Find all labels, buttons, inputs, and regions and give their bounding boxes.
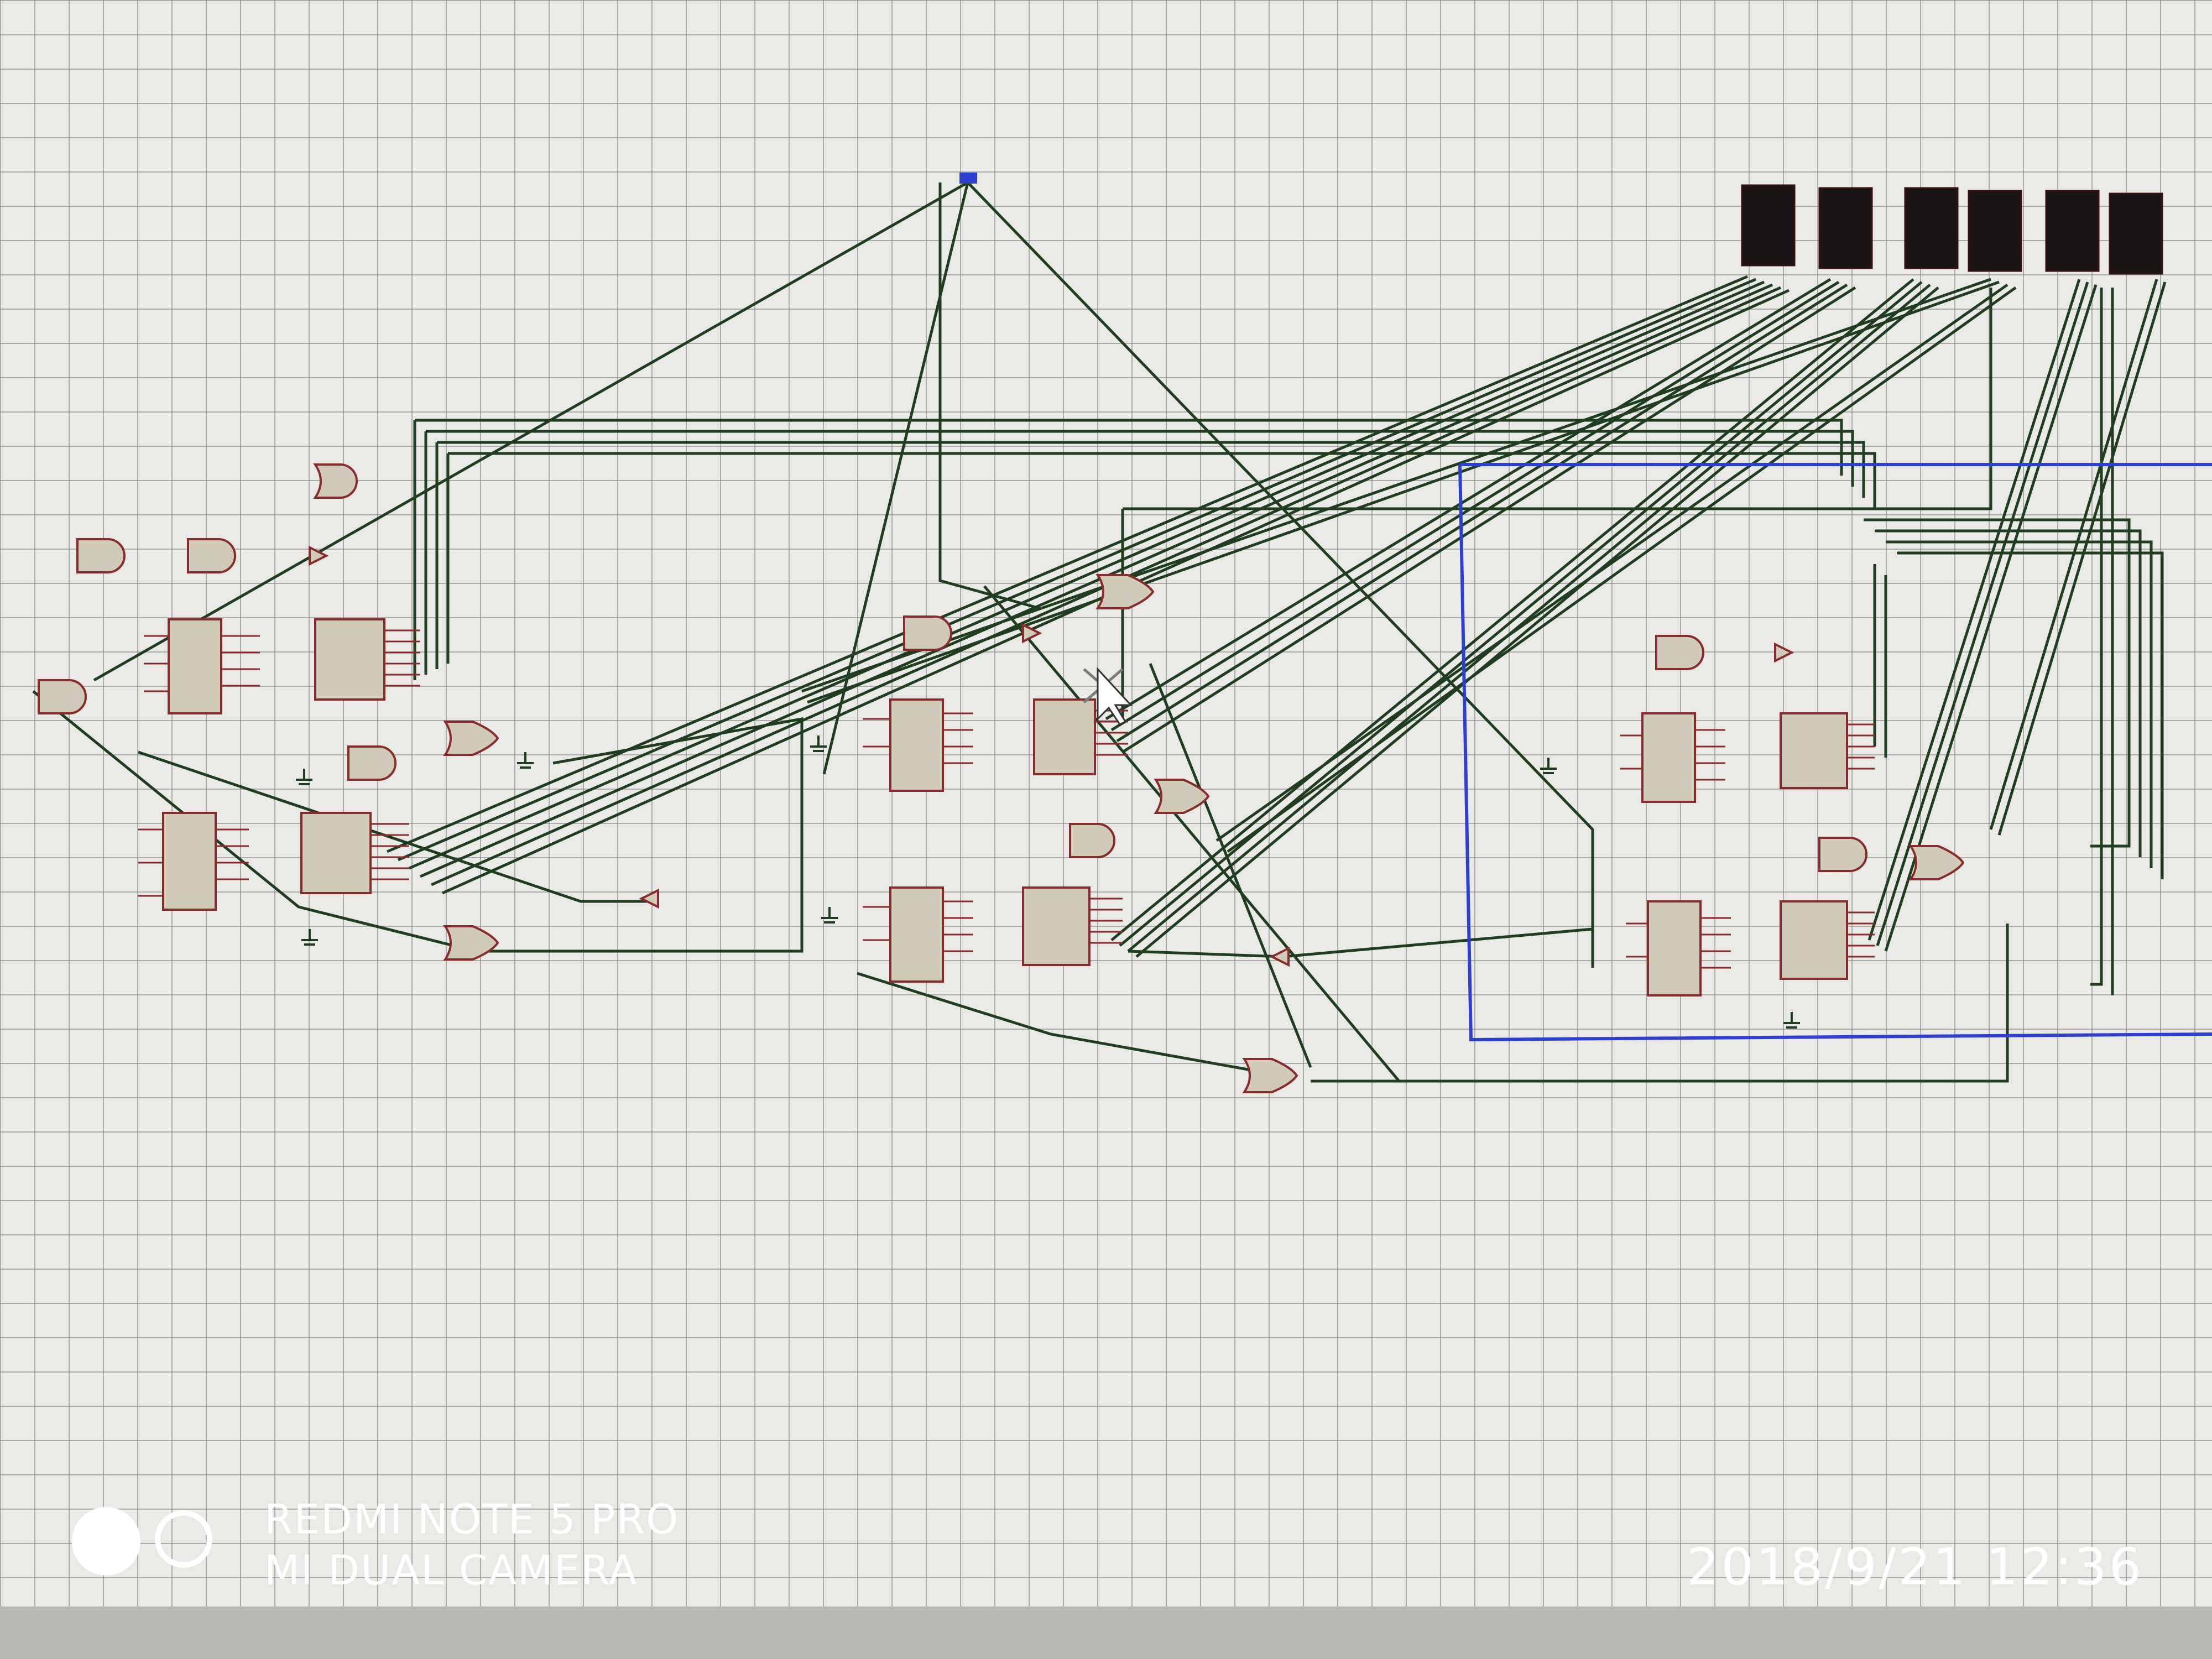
or-gate[interactable]	[1242, 1058, 1298, 1093]
and-gate[interactable]	[187, 538, 236, 573]
decoder-chip[interactable]	[1780, 712, 1848, 789]
bus-wire[interactable]	[1127, 284, 1931, 952]
bus-wire[interactable]	[801, 278, 1991, 693]
wire[interactable]	[487, 717, 804, 953]
bus-wire[interactable]	[1116, 283, 1848, 743]
wire[interactable]	[938, 182, 1040, 610]
seven-segment-display[interactable]	[1968, 190, 2022, 272]
wire[interactable]	[1864, 518, 2131, 848]
counter-chip[interactable]	[1647, 900, 1702, 997]
bus-wire[interactable]	[387, 275, 1748, 853]
or-gate[interactable]	[1154, 779, 1210, 814]
or-gate[interactable]	[1095, 574, 1155, 609]
or-gate[interactable]	[443, 925, 499, 961]
and-gate[interactable]	[347, 745, 397, 781]
wire[interactable]	[857, 972, 1267, 1074]
or-gate[interactable]	[1908, 845, 1965, 880]
or-gate[interactable]	[443, 721, 499, 756]
wire[interactable]	[1149, 663, 1312, 1068]
wire[interactable]	[426, 430, 1854, 487]
bus-wire[interactable]	[1135, 286, 1939, 958]
seven-segment-display[interactable]	[2045, 190, 2100, 272]
wire[interactable]	[138, 750, 647, 903]
monitor-bezel-edge	[0, 1606, 2212, 1659]
bus-wire[interactable]	[1121, 286, 1856, 754]
wire[interactable]	[822, 182, 969, 775]
decoder-chip[interactable]	[1022, 886, 1091, 966]
buffer-gate[interactable]	[639, 888, 659, 909]
counter-chip[interactable]	[889, 698, 944, 792]
bus-wire[interactable]	[1997, 281, 2167, 836]
bus-wire[interactable]	[807, 280, 2000, 704]
bus-wire[interactable]	[419, 283, 1773, 878]
wire[interactable]	[2090, 288, 2103, 986]
selection-frame	[1458, 463, 2212, 1042]
wire[interactable]	[1282, 927, 1593, 958]
wire[interactable]	[1886, 540, 2153, 868]
clock-source[interactable]	[959, 173, 977, 184]
device-model-text: REDMI NOTE 5 PRO	[264, 1496, 680, 1543]
decoder-chip[interactable]	[1033, 698, 1096, 775]
wire[interactable]	[32, 690, 454, 947]
counter-chip[interactable]	[168, 618, 222, 714]
buffer-gate[interactable]	[309, 545, 329, 566]
buffer-gate[interactable]	[1022, 623, 1042, 644]
buffer-gate[interactable]	[1774, 642, 1794, 663]
counter-chip[interactable]	[889, 886, 944, 983]
seven-segment-display[interactable]	[2109, 192, 2163, 275]
decoder-chip[interactable]	[314, 618, 385, 701]
counter-chip[interactable]	[162, 812, 217, 911]
wire[interactable]	[1311, 924, 2009, 1083]
bus-wire[interactable]	[409, 280, 1765, 870]
and-gate[interactable]	[1655, 635, 1704, 670]
buffer-gate[interactable]	[1269, 946, 1290, 967]
or-gate[interactable]	[313, 463, 358, 499]
and-gate[interactable]	[1818, 837, 1867, 872]
seven-segment-display[interactable]	[1818, 187, 1873, 269]
wire[interactable]	[1128, 950, 1284, 958]
wire[interactable]	[1123, 288, 1992, 510]
bus-wire[interactable]	[1105, 278, 1832, 721]
and-gate[interactable]	[38, 679, 87, 714]
wire[interactable]	[1875, 529, 2142, 857]
lens-filled-icon	[72, 1507, 140, 1575]
seven-segment-display[interactable]	[1904, 187, 1959, 269]
counter-chip[interactable]	[1641, 712, 1696, 803]
bus-wire[interactable]	[1215, 283, 2008, 842]
bus-wire[interactable]	[1884, 284, 2098, 952]
wire[interactable]	[437, 441, 1865, 498]
bus-wire[interactable]	[1119, 281, 1923, 947]
bus-wire[interactable]	[1110, 280, 1840, 732]
wire[interactable]	[983, 585, 1400, 1082]
decoder-chip[interactable]	[300, 812, 372, 894]
wire[interactable]	[448, 452, 1876, 509]
and-gate[interactable]	[76, 538, 126, 573]
bus-wire[interactable]	[1867, 279, 2081, 941]
wire[interactable]	[967, 181, 1594, 968]
bus-wire[interactable]	[398, 278, 1756, 862]
and-gate[interactable]	[903, 615, 952, 651]
wire[interactable]	[93, 181, 969, 682]
bus-wire[interactable]	[1876, 281, 2089, 946]
dual-camera-logo-icon	[72, 1507, 232, 1579]
decoder-chip[interactable]	[1780, 900, 1848, 980]
wire[interactable]	[415, 419, 1843, 476]
bus-wire[interactable]	[1110, 278, 1914, 941]
lens-ring-icon	[155, 1510, 212, 1568]
wire[interactable]	[1897, 551, 2164, 879]
photo-timestamp: 2018/9/21 12:36	[1687, 1537, 2144, 1597]
and-gate[interactable]	[1069, 823, 1115, 858]
bus-wire[interactable]	[1227, 286, 2017, 853]
mouse-cursor	[1083, 667, 1133, 726]
camera-label-text: MI DUAL CAMERA	[264, 1547, 638, 1594]
seven-segment-display[interactable]	[1741, 184, 1796, 267]
